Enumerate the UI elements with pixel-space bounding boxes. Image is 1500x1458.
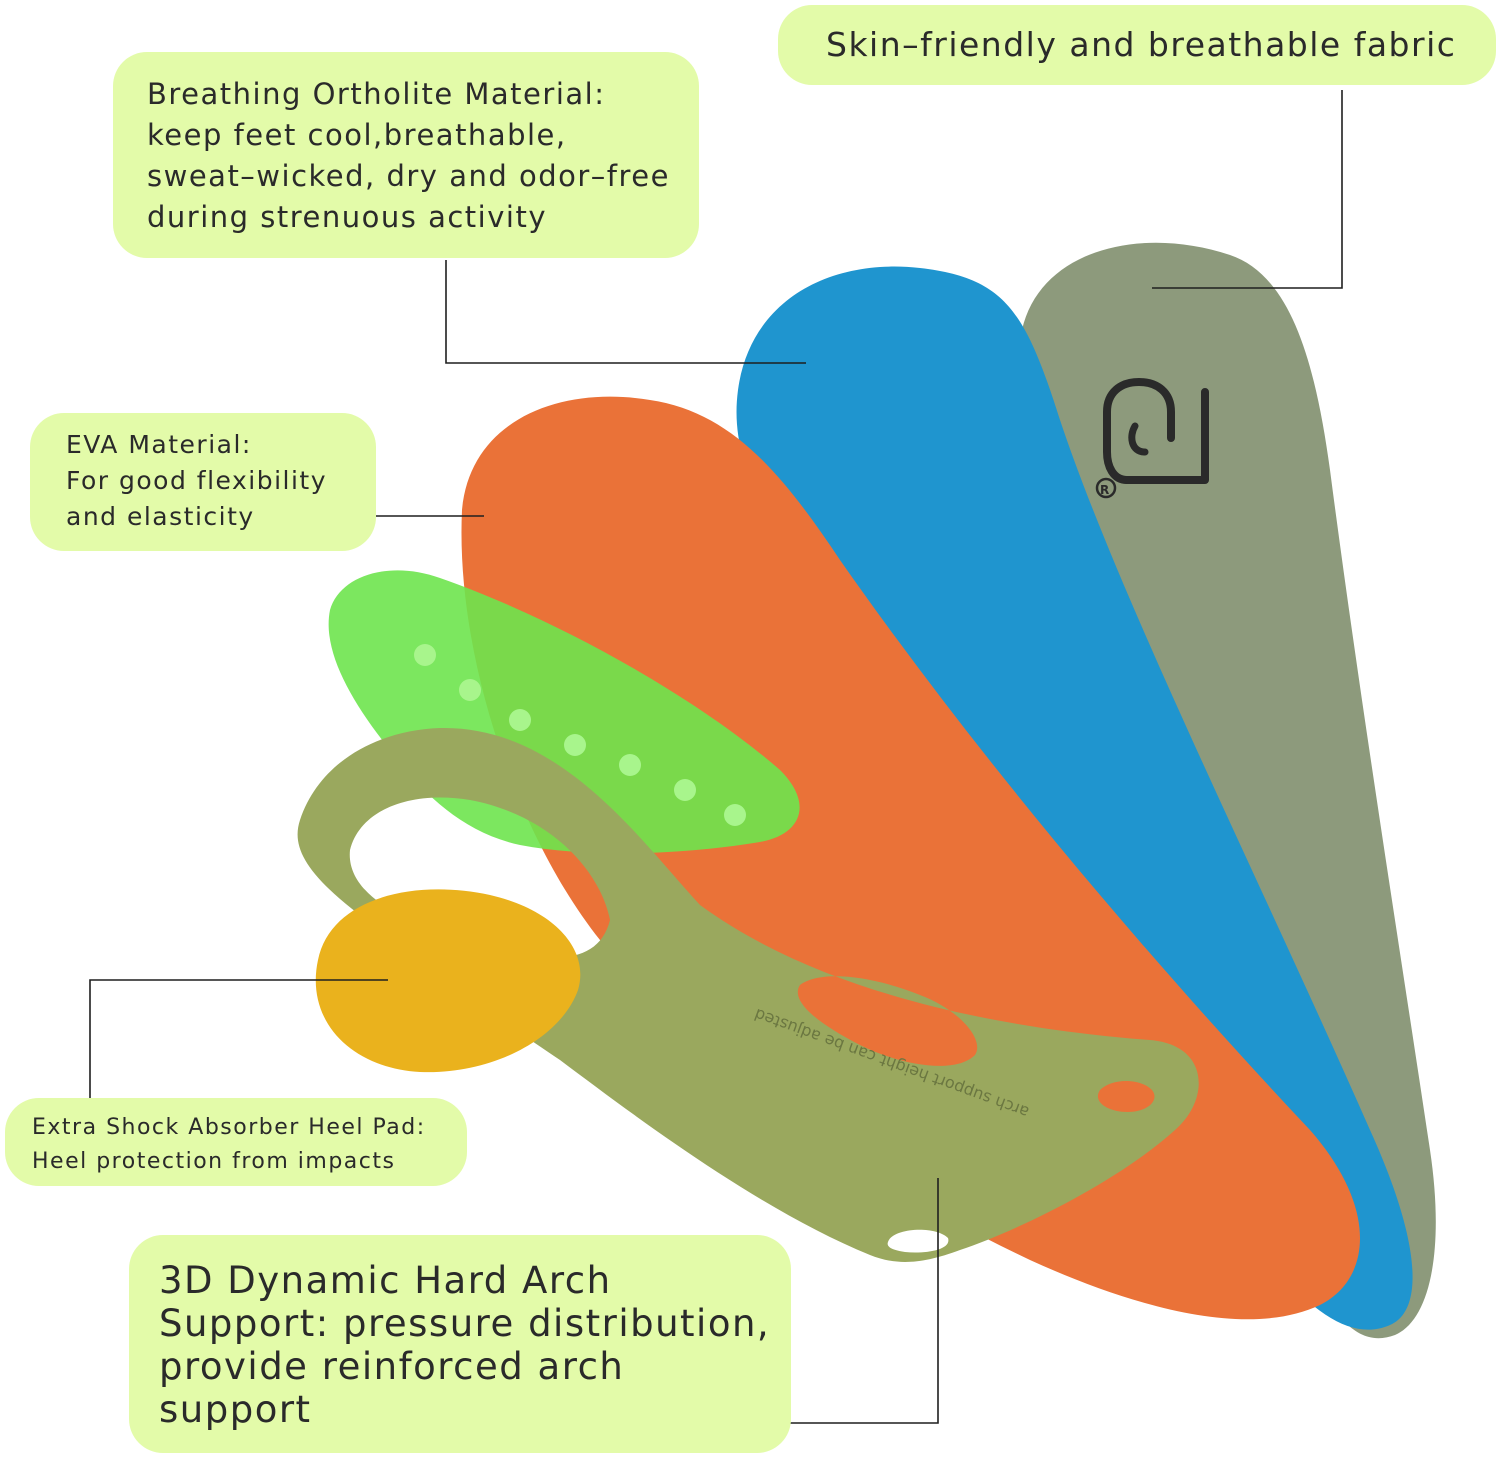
callout-heel-pad-line: Extra Shock Absorber Heel Pad: — [32, 1115, 426, 1140]
registered-mark: R — [1095, 477, 1117, 499]
callout-ortholite-line: Breathing Ortholite Material: — [147, 77, 606, 111]
callout-ortholite-line: during strenuous activity — [147, 200, 547, 234]
leader-line-heel — [89, 979, 388, 1098]
callout-ortholite-line: keep feet cool,breathable, — [147, 118, 567, 152]
callout-arch-support-line: 3D Dynamic Hard Arch — [159, 1259, 612, 1302]
leader-line-arch — [766, 1178, 939, 1424]
gel-nub — [459, 679, 481, 701]
callout-arch-support-line: Support: pressure distribution, — [159, 1302, 771, 1345]
callout-heel-pad-line: Heel protection from impacts — [32, 1149, 396, 1174]
leader-line-fabric — [1152, 90, 1343, 289]
leader-line-ortholite — [445, 260, 806, 364]
brand-logo-mark — [1103, 377, 1209, 484]
arch-support-shell — [297, 727, 1199, 1262]
gel-nub — [509, 709, 531, 731]
gel-nub — [619, 754, 641, 776]
gel-nub — [724, 804, 746, 826]
callout-arch-support: 3D Dynamic Hard Arch Support: pressure d… — [129, 1235, 791, 1453]
callout-fabric-line: Skin–friendly and breathable fabric — [826, 25, 1457, 64]
heel-pad — [315, 889, 581, 1073]
callout-eva: EVA Material: For good flexibility and e… — [30, 413, 376, 551]
callout-ortholite: Breathing Ortholite Material: keep feet … — [113, 52, 699, 258]
callout-ortholite-line: sweat–wicked, dry and odor–free — [147, 159, 670, 193]
callout-heel-pad: Extra Shock Absorber Heel Pad: Heel prot… — [5, 1098, 467, 1186]
svg-text:R: R — [1100, 483, 1109, 497]
gel-nub — [674, 779, 696, 801]
callout-eva-line: EVA Material: — [66, 430, 252, 459]
callout-fabric: Skin–friendly and breathable fabric — [778, 5, 1496, 85]
gel-nub — [564, 734, 586, 756]
gel-nub — [414, 644, 436, 666]
callout-eva-line: and elasticity — [66, 502, 255, 531]
callout-arch-support-line: support — [159, 1388, 312, 1431]
callout-eva-line: For good flexibility — [66, 466, 328, 495]
eva-layer — [461, 396, 1360, 1320]
callout-arch-support-line: provide reinforced arch — [159, 1345, 625, 1388]
